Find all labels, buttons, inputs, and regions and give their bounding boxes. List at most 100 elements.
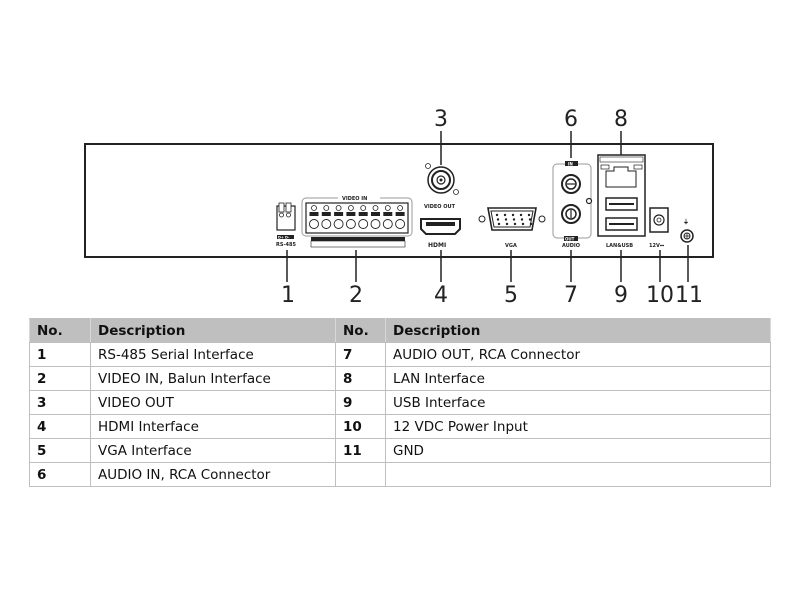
- power-symbol: ⎓: [660, 243, 664, 249]
- callout-11: 11: [675, 283, 703, 308]
- table-row: 4 HDMI Interface 10 12 VDC Power Input: [29, 414, 771, 439]
- rs485-label: RS-485: [276, 242, 296, 248]
- terminal-hole: [309, 219, 319, 229]
- terminal-screw: [372, 205, 379, 211]
- lan-usb-ports: LAN&USB: [597, 154, 646, 249]
- cell-description: VIDEO OUT: [90, 390, 336, 415]
- ground-symbol-icon: ⏚: [683, 219, 689, 226]
- cell-no: 11: [335, 438, 386, 463]
- terminal-lever: [358, 212, 368, 216]
- vga-pin: [497, 222, 501, 226]
- terminal-lever: [371, 212, 380, 216]
- terminal-hole: [321, 219, 332, 229]
- header-description-right: Description: [385, 318, 771, 343]
- terminal-screw: [335, 205, 342, 211]
- power-port: 12V ⎓: [649, 207, 669, 249]
- terminal-lever: [334, 212, 344, 216]
- vga-label: VGA: [505, 243, 517, 249]
- interface-description-table: No. Description No. Description 1 RS-485…: [29, 318, 771, 487]
- header-description-left: Description: [90, 318, 336, 343]
- video-out-port: VIDEO OUT: [424, 163, 459, 210]
- cell-no: 9: [335, 390, 386, 415]
- terminal-screw: [311, 205, 317, 211]
- callout-6: 6: [564, 107, 578, 132]
- callout-7: 7: [564, 283, 578, 308]
- power-label: 12V: [649, 243, 660, 249]
- vga-pin: [505, 222, 509, 226]
- terminal-lever: [346, 212, 356, 216]
- cell-description: VIDEO IN, Balun Interface: [90, 366, 336, 391]
- cell-no: 6: [29, 462, 91, 487]
- terminal-lever: [309, 212, 319, 216]
- table-row: 3 VIDEO OUT 9 USB Interface: [29, 390, 771, 415]
- callout-9: 9: [614, 283, 628, 308]
- callout-3: 3: [434, 107, 448, 132]
- audio-label: AUDIO: [562, 243, 580, 249]
- terminal-lever: [383, 212, 393, 216]
- vga-pin: [504, 218, 508, 221]
- audio-out-tag: OUT: [565, 237, 575, 242]
- ground-terminal: ⏚: [680, 219, 694, 243]
- hdmi-label: HDMI: [428, 242, 446, 249]
- vga-pin: [496, 218, 500, 221]
- vga-pin: [527, 213, 531, 217]
- vga-port: VGA: [478, 207, 546, 249]
- vga-pin: [503, 213, 507, 217]
- header-no-left: No.: [29, 318, 91, 343]
- terminal-hole: [358, 219, 369, 229]
- terminal-screw: [384, 205, 391, 211]
- callout-8: 8: [614, 107, 628, 132]
- table-row: 2 VIDEO IN, Balun Interface 8 LAN Interf…: [29, 366, 771, 391]
- rs485-pins-label: D+ D-: [278, 236, 290, 240]
- callout-10: 10: [646, 283, 674, 308]
- table-row: 1 RS-485 Serial Interface 7 AUDIO OUT, R…: [29, 342, 771, 367]
- terminal-lever: [321, 212, 331, 216]
- cell-no: 5: [29, 438, 91, 463]
- callout-lines: [286, 131, 689, 282]
- callout-4: 4: [434, 283, 448, 308]
- cell-description: LAN Interface: [385, 366, 771, 391]
- vga-pin: [519, 213, 523, 217]
- vga-pin: [529, 222, 533, 226]
- terminal-screw: [323, 205, 330, 211]
- cell-no: [335, 462, 386, 487]
- cell-no: 1: [29, 342, 91, 367]
- callout-2: 2: [349, 283, 363, 308]
- cell-description: VGA Interface: [90, 438, 336, 463]
- cell-no: 7: [335, 342, 386, 367]
- cell-description: AUDIO IN, RCA Connector: [90, 462, 336, 487]
- callout-5: 5: [504, 283, 518, 308]
- terminal-screw: [360, 205, 367, 211]
- vga-pin: [495, 213, 499, 217]
- cell-description: USB Interface: [385, 390, 771, 415]
- cell-description: 12 VDC Power Input: [385, 414, 771, 439]
- cell-no: 10: [335, 414, 386, 439]
- rs485-port: D+ D- RS-485: [276, 202, 296, 248]
- vga-pin: [513, 222, 517, 226]
- terminal-hole: [382, 219, 393, 229]
- terminal-screw: [397, 205, 404, 211]
- table-row: 5 VGA Interface 11 GND: [29, 438, 771, 463]
- vga-pin: [528, 218, 532, 221]
- lan-usb-label: LAN&USB: [606, 243, 633, 249]
- terminal-hole: [395, 219, 406, 229]
- terminal-hole: [333, 219, 344, 229]
- vga-pin: [520, 218, 524, 221]
- cell-no: 8: [335, 366, 386, 391]
- cell-no: 3: [29, 390, 91, 415]
- cell-description: [385, 462, 771, 487]
- vga-pin: [521, 222, 525, 226]
- table-row: 6 AUDIO IN, RCA Connector: [29, 462, 771, 487]
- cell-no: 4: [29, 414, 91, 439]
- vga-pin: [511, 213, 515, 217]
- audio-in-tag: IN: [568, 162, 573, 167]
- terminal-screw: [347, 205, 354, 211]
- cell-description: RS-485 Serial Interface: [90, 342, 336, 367]
- audio-ports: IN OUT AUDIO: [552, 161, 593, 249]
- terminal-hole: [370, 219, 381, 229]
- cell-description: GND: [385, 438, 771, 463]
- callout-1: 1: [281, 283, 295, 308]
- table-header-row: No. Description No. Description: [29, 318, 771, 343]
